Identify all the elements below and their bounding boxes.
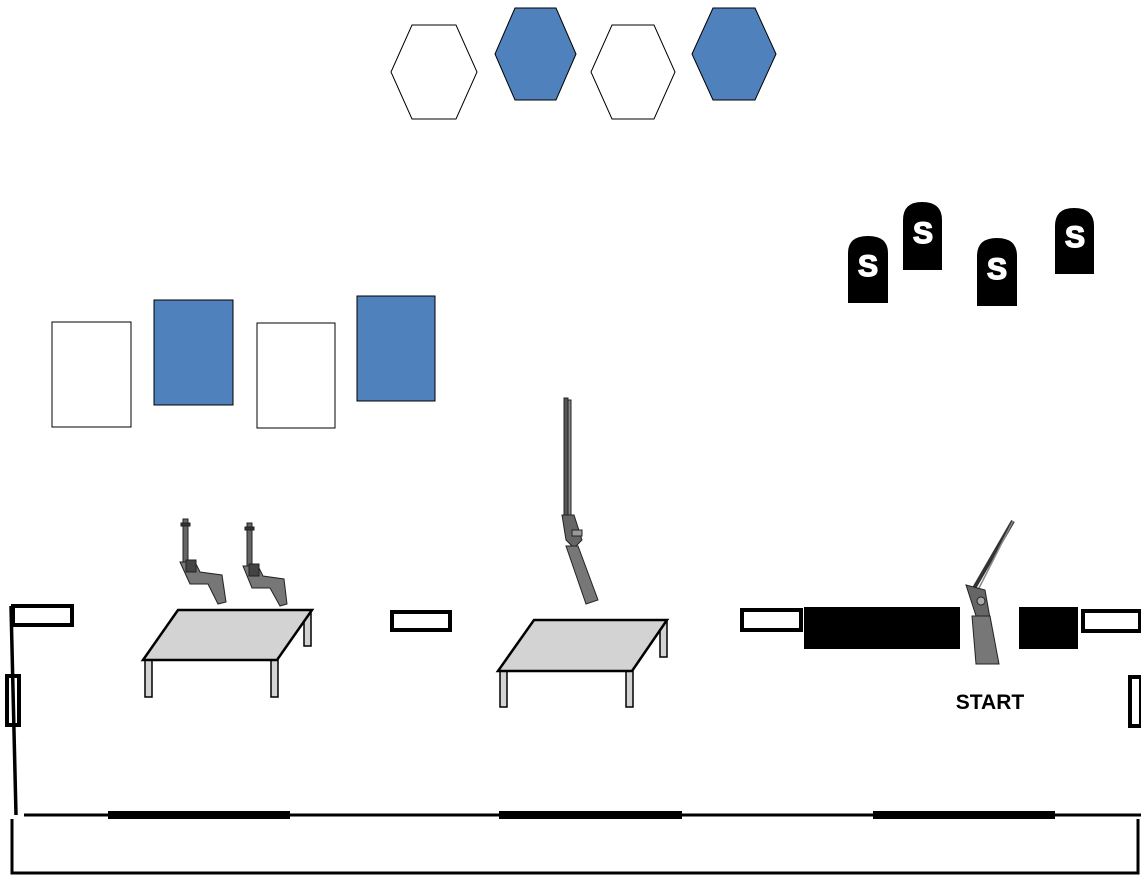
start-label: START: [956, 691, 1025, 714]
hexagon-target-1: [390, 24, 478, 120]
rectangle-target-3: [256, 322, 336, 429]
steel-target-4: S: [1055, 208, 1094, 274]
small-barrier: [1081, 609, 1141, 633]
steel-target-letter: S: [1065, 221, 1085, 254]
stage-walls: [5, 604, 1141, 816]
revolver-icon: [242, 522, 288, 607]
lever-action-rifle-icon: [561, 397, 599, 605]
hexagon-target-4: [691, 7, 777, 101]
small-barrier: [740, 608, 803, 632]
steel-target-1: S: [848, 236, 888, 303]
hexagon-target-2: [494, 7, 577, 101]
rectangle-target-1: [51, 321, 132, 428]
pistol-table: [140, 608, 315, 698]
rectangle-target-2: [153, 299, 234, 406]
steel-target-3: S: [977, 238, 1017, 306]
steel-target-letter: S: [913, 217, 933, 250]
steel-target-2: S: [903, 202, 942, 270]
steel-target-letter: S: [987, 253, 1007, 286]
loading-area: [10, 811, 1141, 875]
rifle-table: [495, 618, 670, 708]
hexagon-targets: [390, 7, 777, 120]
steel-targets: S S S S: [848, 202, 1094, 306]
shotgun-barricade: [1019, 607, 1078, 649]
rectangle-target-4: [356, 295, 436, 402]
left-boundary: [9, 605, 18, 816]
steel-target-letter: S: [858, 250, 878, 283]
revolver-icon: [179, 518, 227, 605]
shotgun-icon: [965, 519, 1015, 665]
small-barrier: [11, 604, 74, 627]
hexagon-target-3: [590, 24, 676, 120]
side-post: [1128, 675, 1141, 728]
shotgun-barricade: [804, 607, 960, 649]
small-barrier: [390, 610, 452, 632]
rectangle-targets: [51, 295, 436, 429]
